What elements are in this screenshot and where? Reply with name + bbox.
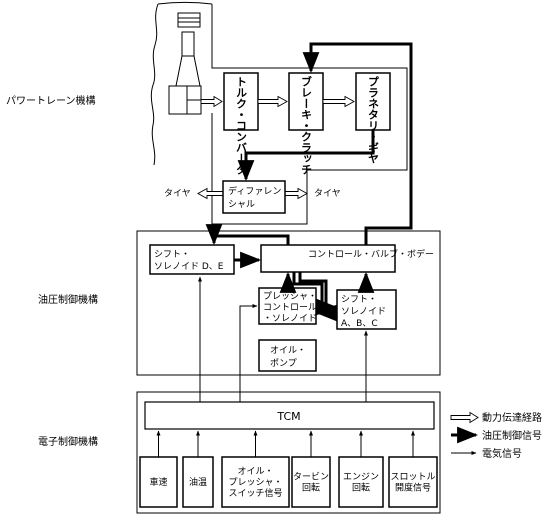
tire-right-label: タイヤ bbox=[314, 188, 341, 199]
input-label-1-0: 油温 bbox=[189, 476, 207, 488]
input-label-4-1: 回転 bbox=[352, 483, 370, 494]
pressure-control-solenoid-label-2: コントロール bbox=[263, 303, 317, 313]
power-arrow-engine-to-tc bbox=[200, 95, 223, 108]
section-label-hydraulic: 油圧制御機構 bbox=[38, 293, 98, 306]
tire-left-label: タイヤ bbox=[164, 188, 191, 199]
hydraulic-arrow-valve-to-pcs bbox=[292, 272, 337, 322]
hydraulic-signal-arrows bbox=[205, 224, 375, 322]
section-label-powertrain: パワートレーン機構 bbox=[6, 94, 96, 107]
oil-pump-box: オイル・ ポンプ bbox=[258, 339, 317, 372]
input-label-5-1: 開度信号 bbox=[395, 482, 431, 494]
oil-pump-label-2: ポンプ bbox=[270, 358, 297, 369]
input-label-4-0: エンジン bbox=[343, 473, 379, 483]
electric-line-tcm-to-pcs bbox=[239, 304, 258, 402]
section-label-electronic: 電子制御機構 bbox=[38, 435, 98, 448]
input-box-5 bbox=[388, 456, 438, 508]
electric-signal-lines bbox=[198, 276, 368, 402]
brake-clutch-label: ブレーキ・クラッチ bbox=[300, 75, 313, 175]
engine-illustration bbox=[150, 2, 213, 166]
shift-solenoid-de-label-2: ソレノイド D、E bbox=[154, 262, 224, 272]
hydraulic-section-frame bbox=[136, 230, 441, 376]
input-sensors: 車速油温オイル・プレッシャ・スイッチ信号タービン回転エンジン回転スロットル開度信… bbox=[139, 430, 438, 508]
input-box-2 bbox=[221, 456, 290, 508]
legend-power-symbol bbox=[450, 411, 479, 424]
power-arrow-brake-to-gear bbox=[322, 95, 355, 108]
oil-pump-label-1: オイル・ bbox=[270, 345, 306, 356]
tcm-label: TCM bbox=[276, 410, 300, 423]
input-label-0-0: 車速 bbox=[149, 476, 167, 488]
power-arrow-tc-to-brake bbox=[257, 95, 288, 108]
legend-hydraulic-label: 油圧制御信号 bbox=[482, 429, 542, 442]
control-valve-body-box: コントロール・バルブ・ボデー bbox=[260, 244, 434, 273]
input-box-4 bbox=[338, 456, 384, 508]
legend: 動力伝達経路 油圧制御信号 電気信号 bbox=[450, 411, 542, 460]
legend-electric-label: 電気信号 bbox=[482, 447, 522, 460]
hydraulic-line-gear-to-differential bbox=[237, 130, 375, 182]
hydraulic-arrow-valve-to-de bbox=[205, 224, 290, 246]
pressure-control-solenoid-label-3: ・ソレノイド bbox=[263, 314, 317, 324]
input-label-2-0: オイル・ bbox=[237, 466, 273, 477]
pressure-control-solenoid-box: プレッシャ・ コントロール ・ソレノイド bbox=[258, 287, 317, 325]
input-label-5-0: スロットル bbox=[390, 473, 435, 483]
differential-box: ディファレン シャル bbox=[222, 180, 286, 214]
input-label-3-1: 回転 bbox=[302, 483, 320, 494]
input-label-3-0: タービン bbox=[293, 472, 329, 483]
shift-solenoid-abc-label-1: シフト・ bbox=[341, 295, 377, 305]
planetary-gear-label: プラネタリ・ギヤ bbox=[367, 76, 380, 164]
brake-clutch-box: ブレーキ・クラッチ bbox=[288, 72, 324, 175]
input-label-2-2: スイッチ信号 bbox=[228, 487, 282, 499]
shift-solenoid-abc-box: シフト・ ソレノイド A、B、C bbox=[336, 289, 397, 330]
differential-label-2: シャル bbox=[228, 200, 255, 210]
torque-converter-box: トルク・コンバータ bbox=[223, 72, 259, 175]
planetary-gear-box: プラネタリ・ギヤ bbox=[355, 72, 391, 164]
differential-label-1: ディファレン bbox=[228, 185, 281, 197]
input-box-0 bbox=[139, 456, 178, 508]
shift-solenoid-abc-label-3: A、B、C bbox=[341, 319, 378, 329]
pressure-control-solenoid-label-1: プレッシャ・ bbox=[263, 291, 317, 302]
control-valve-body-label: コントロール・バルブ・ボデー bbox=[308, 248, 434, 260]
torque-converter-label: トルク・コンバータ bbox=[235, 76, 248, 175]
input-label-2-1: プレッシャ・ bbox=[228, 477, 282, 488]
shift-solenoid-abc-label-2: ソレノイド bbox=[341, 307, 386, 317]
powertrain-housing-outline bbox=[211, 4, 408, 225]
electronic-section-frame bbox=[136, 391, 441, 514]
shift-solenoid-de-label-1: シフト・ bbox=[154, 250, 190, 260]
legend-power-label: 動力伝達経路 bbox=[482, 411, 542, 424]
shift-solenoid-de-box: シフト・ ソレノイド D、E bbox=[149, 244, 235, 275]
tcm-box: TCM bbox=[144, 401, 435, 430]
